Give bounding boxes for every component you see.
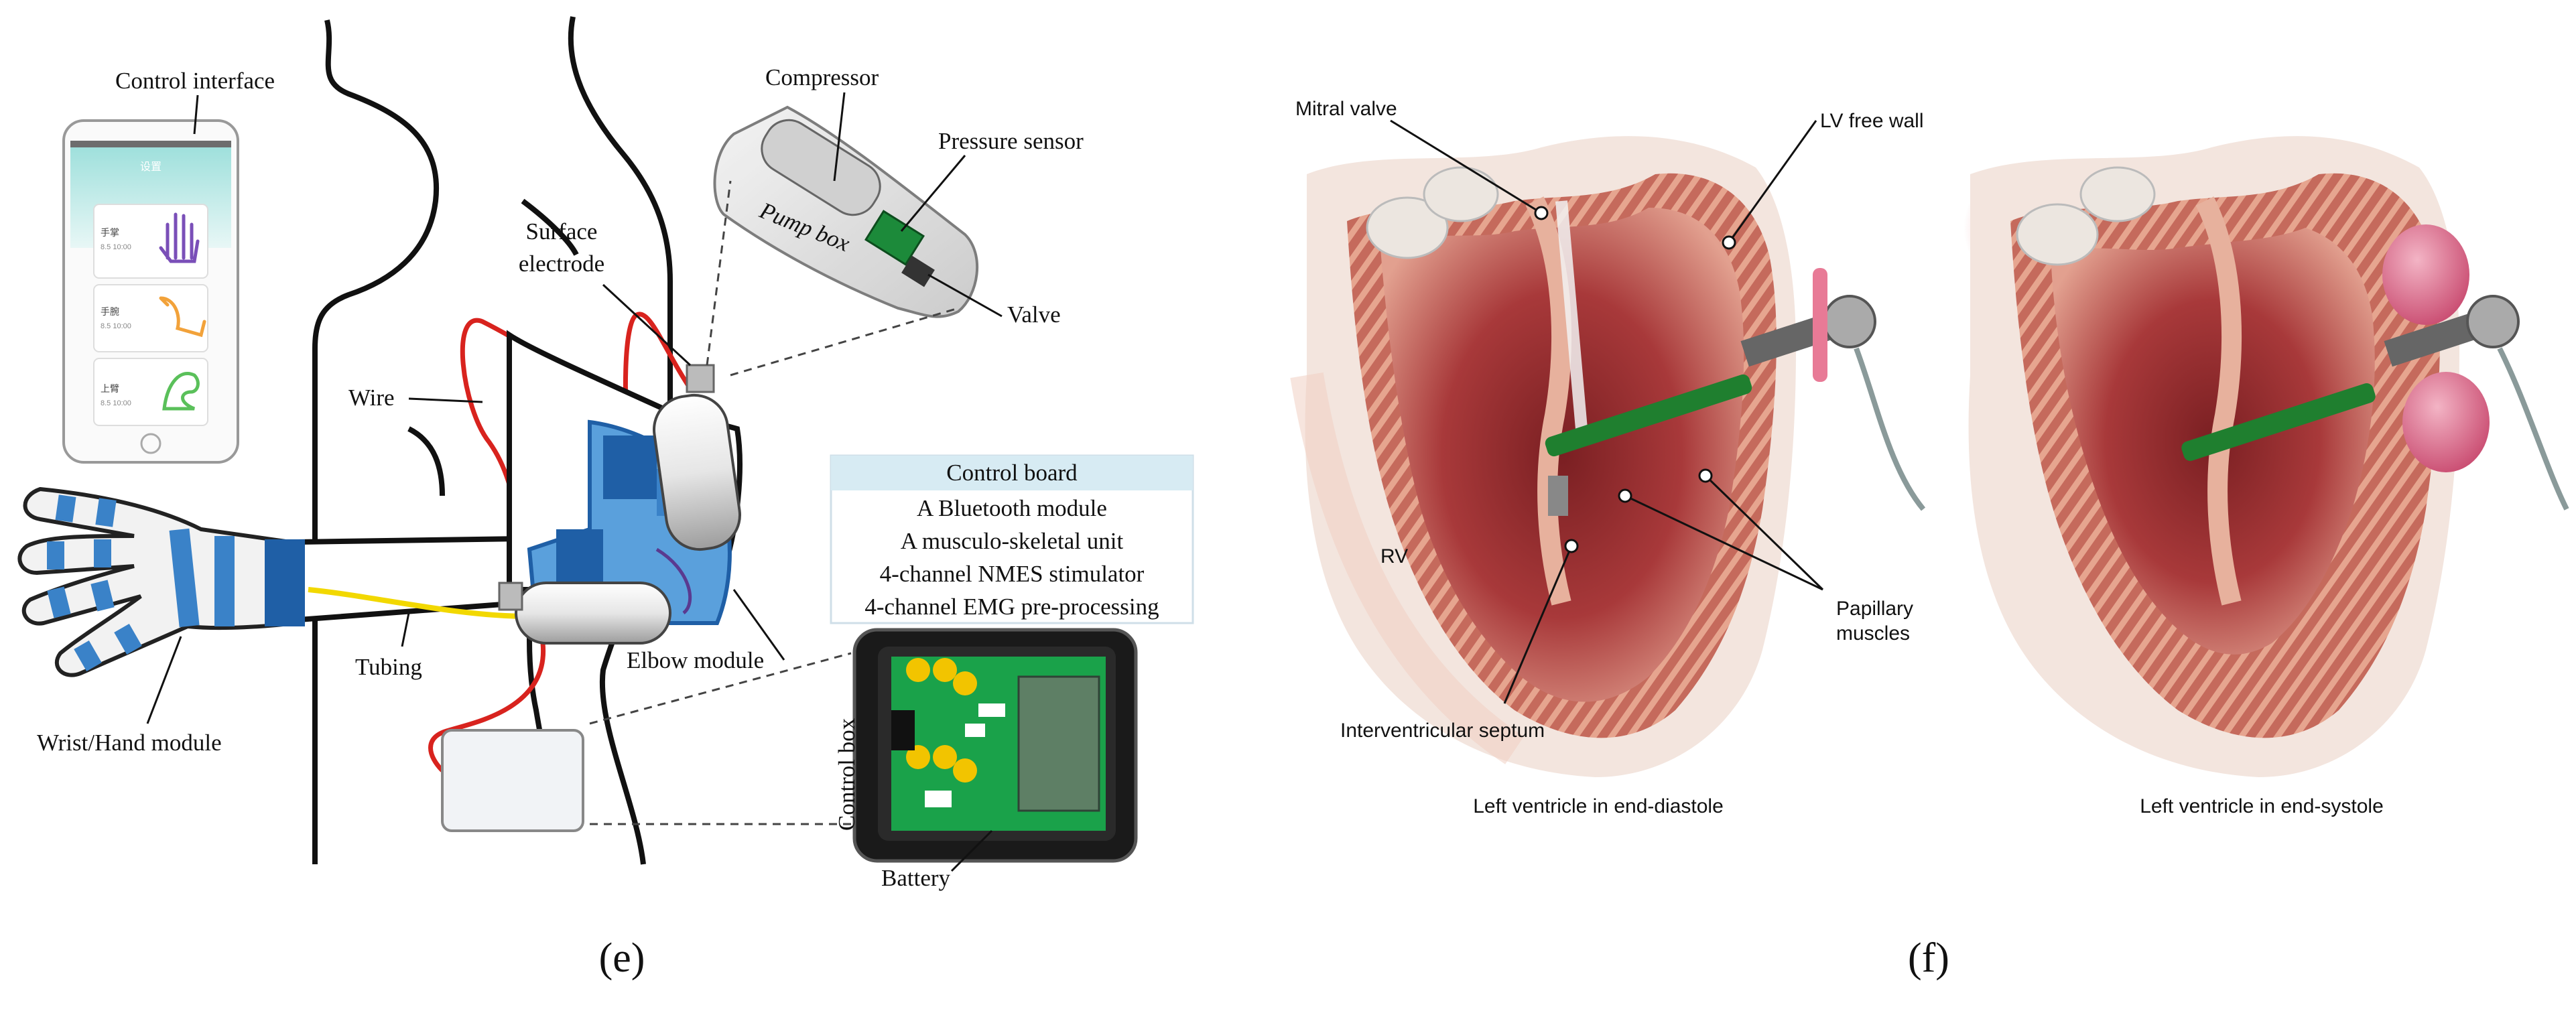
hand-icon: [159, 212, 200, 263]
phone-card-1-title: 手掌: [101, 227, 119, 238]
control-board-item-1: A Bluetooth module: [917, 495, 1107, 521]
label-mitral-valve: Mitral valve: [1295, 98, 1397, 120]
wrist-hand-module: [17, 486, 305, 677]
label-diastole: Left ventricle in end-diastole: [1473, 795, 1724, 817]
heart-diastole: [1290, 136, 1926, 777]
control-board-item-3: 4-channel NMES stimulator: [880, 561, 1145, 587]
label-valve: Valve: [1007, 301, 1061, 328]
panel-f-labels: Mitral valve LV free wall RV Papillary m…: [1295, 98, 2384, 817]
phone-card-3-sub: 8.5 10:00: [101, 399, 131, 407]
label-compressor: Compressor: [765, 64, 879, 90]
pump-box: [713, 105, 979, 318]
label-elbow-module: Elbow module: [627, 647, 764, 673]
panel-f-letter: (f): [1908, 935, 1949, 981]
control-box-small: [441, 729, 584, 832]
control-board-table: Control board A Bluetooth module A muscu…: [830, 454, 1194, 624]
balloon-upper: [2382, 224, 2469, 325]
label-wrist-hand-module: Wrist/Hand module: [37, 730, 222, 756]
balloon-lower: [2402, 372, 2490, 472]
callout-lines: [589, 180, 959, 825]
panel-e-letter: (e): [599, 935, 645, 981]
label-control-interface: Control interface: [115, 68, 275, 94]
label-control-box: Control box: [834, 718, 860, 831]
control-box-exploded: [852, 628, 1138, 863]
label-wire: Wire: [348, 385, 395, 411]
phone-card-3: 上臂 8.5 10:00: [93, 358, 208, 426]
actuator-cylinders: [498, 364, 741, 645]
phone-card-2-title: 手腕: [101, 306, 119, 317]
panel-e-labels: Control interface Compressor Pressure se…: [37, 64, 1084, 891]
panel-f-leaders: [1390, 119, 1824, 704]
control-board-item-4: 4-channel EMG pre-processing: [864, 594, 1159, 620]
label-papillary-2: muscles: [1836, 622, 1910, 645]
control-board-title: Control board: [946, 460, 1078, 486]
phone-card-1-sub: 8.5 10:00: [101, 243, 131, 251]
label-rv: RV: [1380, 545, 1408, 567]
label-surface-electrode-2: electrode: [519, 251, 604, 277]
label-surface-electrode-1: Surface: [526, 218, 598, 245]
panel-e: 设置 手掌 8.5 10:00 手腕 8.5 10:00 上臂 8.5 10:0…: [17, 16, 1194, 981]
wrist-icon: [159, 296, 206, 338]
label-lv-free-wall: LV free wall: [1820, 110, 1924, 132]
phone-card-2: 手腕 8.5 10:00: [93, 284, 208, 352]
phone-card-1: 手掌 8.5 10:00: [93, 204, 208, 279]
label-battery: Battery: [881, 865, 951, 891]
control-board-item-2: A musculo-skeletal unit: [901, 528, 1124, 554]
tubing-line: [308, 587, 530, 619]
heart-systole: [1963, 136, 2569, 777]
phone-card-2-sub: 8.5 10:00: [101, 322, 131, 330]
label-septum: Interventricular septum: [1340, 720, 1545, 742]
control-interface-phone: 设置 手掌 8.5 10:00 手腕 8.5 10:00 上臂 8.5 10:0…: [62, 119, 239, 464]
panel-f: Mitral valve LV free wall RV Papillary m…: [1290, 98, 2569, 981]
phone-header: 设置: [140, 161, 162, 173]
label-pressure-sensor: Pressure sensor: [938, 128, 1084, 154]
label-tubing: Tubing: [355, 654, 422, 680]
phone-card-3-title: 上臂: [101, 383, 119, 394]
arm-icon: [162, 372, 200, 411]
phone-home-button: [140, 433, 162, 454]
label-systole: Left ventricle in end-systole: [2140, 795, 2384, 817]
label-papillary-1: Papillary: [1836, 598, 1913, 620]
